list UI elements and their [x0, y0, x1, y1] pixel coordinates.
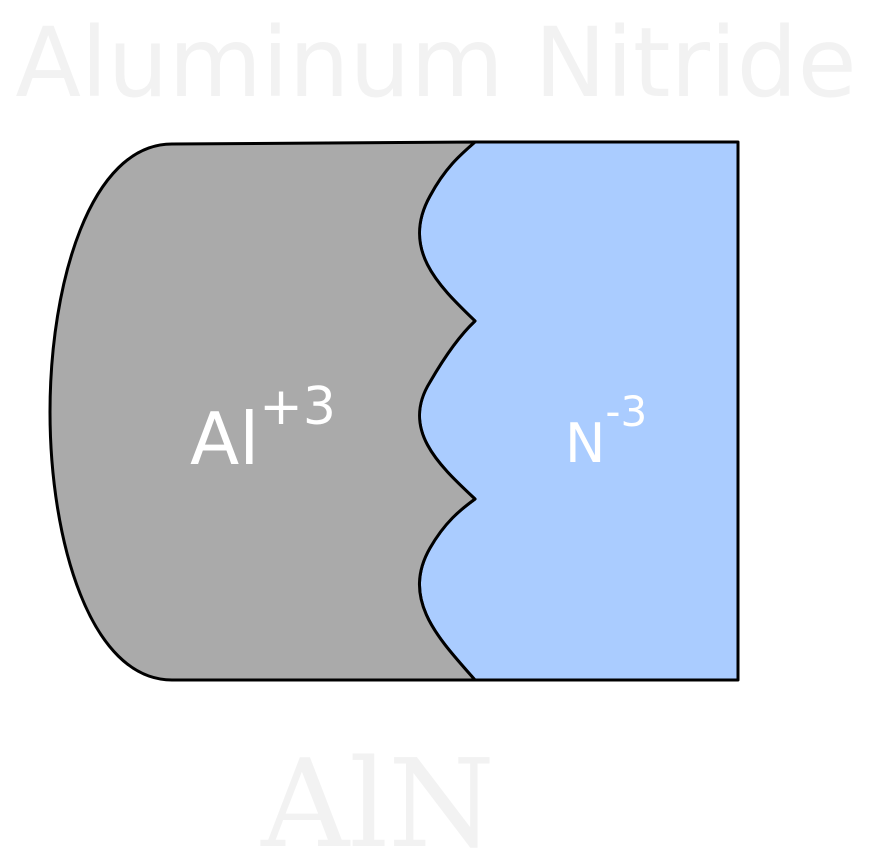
- aluminum-ion-label: Al+3: [190, 377, 336, 481]
- nitride-symbol: N: [565, 412, 605, 475]
- compound-title: Aluminum Nitride: [15, 7, 856, 119]
- nitride-charge: -3: [605, 387, 647, 436]
- aluminum-ion-shape: [48, 140, 477, 682]
- aluminum-charge: +3: [259, 377, 336, 437]
- nitride-ion-shape: [417, 140, 740, 682]
- aluminum-symbol: Al: [190, 397, 259, 481]
- nitride-ion-label: N-3: [565, 387, 647, 475]
- compound-formula: AlN: [260, 733, 495, 850]
